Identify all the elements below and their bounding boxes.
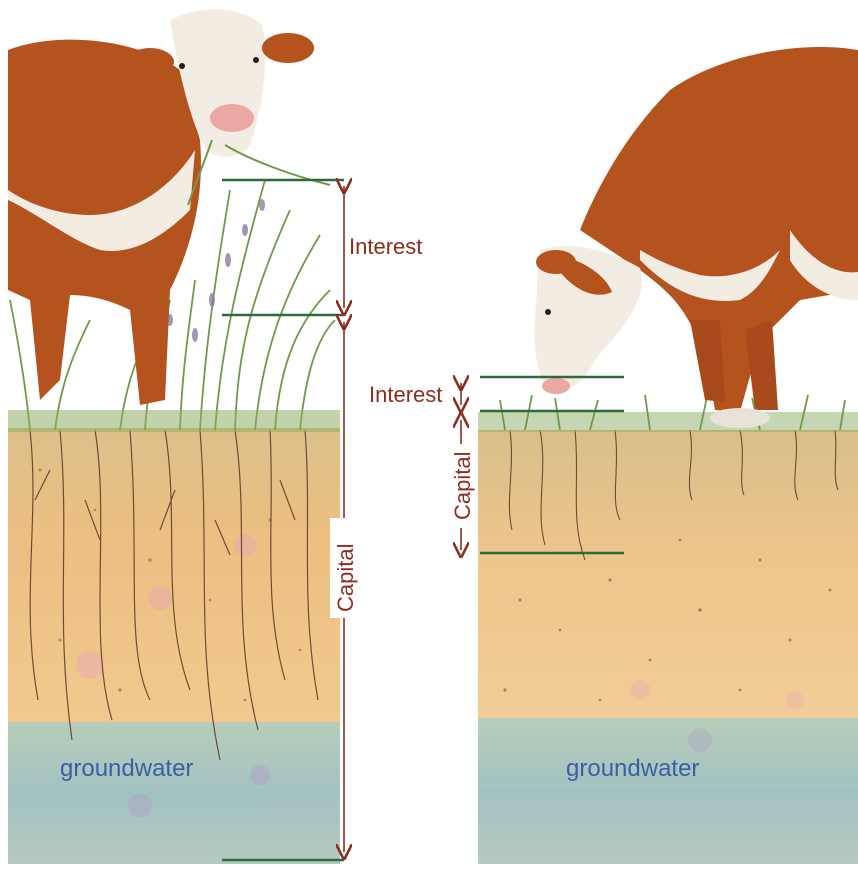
right-interest-label: Interest	[369, 382, 442, 407]
right-cow	[535, 47, 858, 428]
right-cow-leg-front	[690, 320, 725, 402]
right-cow-hoof	[710, 408, 770, 428]
left-groundwater-label: groundwater	[60, 755, 193, 782]
right-groundwater-layer	[478, 718, 858, 864]
left-panel: Interest Capital groundwater	[8, 9, 422, 864]
left-cow-grass-in-mouth	[188, 140, 330, 205]
left-capital-label: Capital	[333, 544, 358, 612]
right-groundwater-label: groundwater	[566, 755, 699, 782]
right-cow-nose	[542, 378, 570, 394]
left-cow-eye	[179, 63, 185, 69]
right-cow-ear	[536, 250, 576, 274]
left-cow-eye-2	[253, 57, 259, 63]
left-cow-ear-right	[262, 33, 314, 63]
left-interest-label: Interest	[349, 234, 422, 259]
left-cow	[8, 9, 330, 405]
left-ground-strip	[8, 410, 340, 432]
right-cow-eye	[545, 309, 551, 315]
right-capital-label: Capital	[450, 452, 475, 520]
left-cow-nose	[210, 104, 254, 132]
left-cow-ear-left	[126, 48, 174, 76]
left-groundwater-layer	[8, 722, 340, 864]
right-soil-layer	[478, 430, 858, 726]
left-soil-layer	[8, 428, 340, 728]
right-panel: Interest Capital groundwater	[369, 47, 858, 864]
right-cow-leg-back	[745, 320, 778, 410]
